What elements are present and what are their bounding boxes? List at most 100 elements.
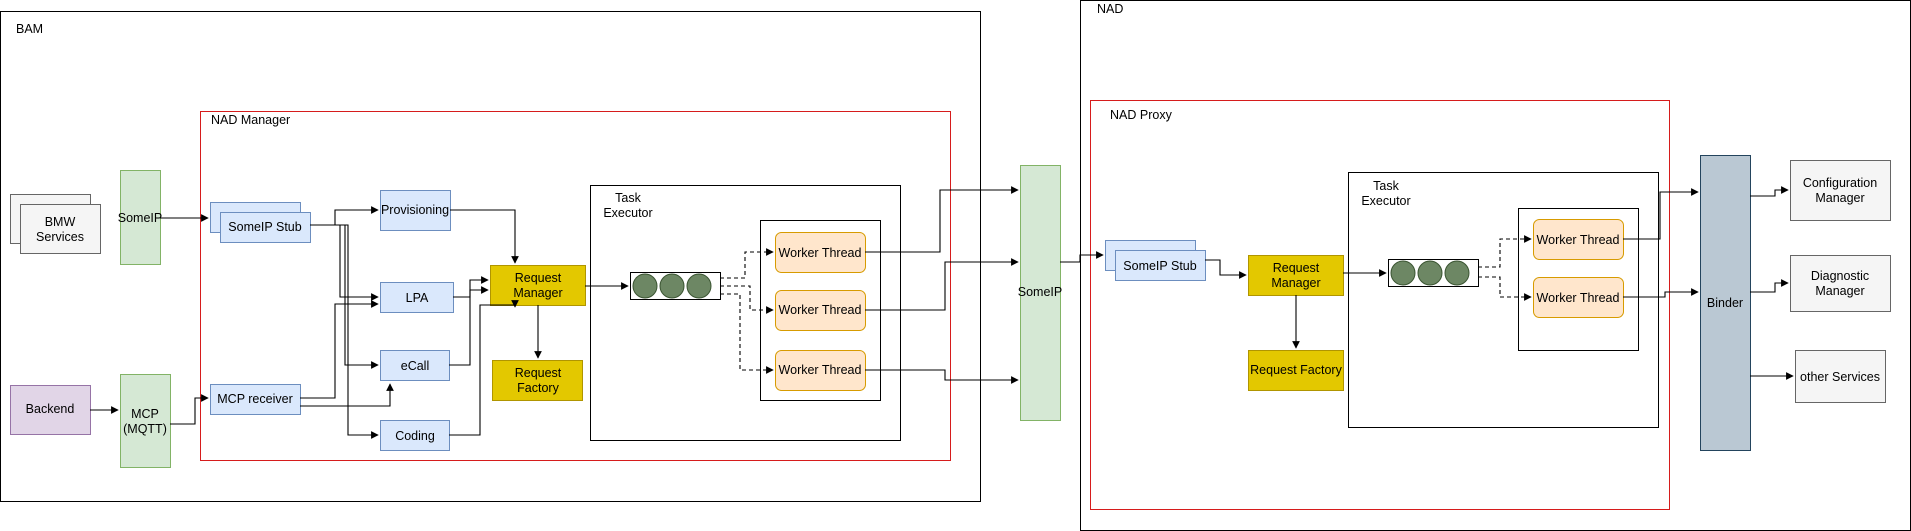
- edge-worker-2-to-someip: [865, 258, 1019, 311]
- someip-stub-left-node[interactable]: SomeIP Stub: [210, 202, 311, 243]
- svg-text:Task: Task: [1373, 179, 1399, 193]
- svg-text:Factory: Factory: [517, 381, 559, 395]
- svg-text:SomeIP Stub: SomeIP Stub: [1123, 259, 1196, 273]
- mcp-receiver-node[interactable]: MCP receiver: [210, 384, 301, 415]
- edge-stub-to-coding: [310, 224, 379, 439]
- edge-queue-to-worker-3: [720, 293, 774, 374]
- svg-text:Manager: Manager: [1815, 191, 1864, 205]
- diagnostic-manager-node[interactable]: Diagnostic Manager: [1790, 255, 1891, 312]
- svg-text:eCall: eCall: [401, 359, 430, 373]
- svg-text:SomeIP: SomeIP: [1018, 285, 1062, 299]
- svg-text:Manager: Manager: [513, 286, 562, 300]
- task-queue-right: [1388, 259, 1479, 287]
- ecall-node[interactable]: eCall: [380, 350, 450, 381]
- edge-stub-right-to-reqmgr: [1205, 259, 1247, 279]
- svg-text:Worker Thread: Worker Thread: [779, 246, 862, 260]
- edge-lpa-to-reqmgr: [453, 276, 489, 298]
- task-executor-right: Task Executor: [1348, 172, 1659, 428]
- provisioning-node[interactable]: Provisioning: [380, 190, 451, 231]
- svg-text:Manager: Manager: [1815, 284, 1864, 298]
- svg-text:Binder: Binder: [1707, 296, 1743, 310]
- worker-thread-3-node[interactable]: Worker Thread: [775, 350, 866, 391]
- task-queue-left: [630, 272, 721, 300]
- svg-text:other Services: other Services: [1800, 370, 1880, 384]
- nad-proxy-container: NAD Proxy: [1090, 100, 1670, 510]
- bam-container: BAM: [0, 11, 981, 502]
- mcp-mqtt-node[interactable]: MCP (MQTT): [120, 374, 171, 468]
- edge-binder-to-diag: [1750, 279, 1789, 293]
- nad-proxy-title: NAD Proxy: [1110, 108, 1173, 122]
- task-executor-left: Task Executor: [590, 185, 901, 441]
- edge-provisioning-to-reqmgr: [450, 209, 519, 264]
- edge-queue-right-to-worker-5: [1478, 276, 1532, 301]
- nad-manager-container: NAD Manager: [200, 111, 951, 461]
- someip-stub-right-node[interactable]: SomeIP Stub: [1105, 240, 1206, 281]
- svg-text:Backend: Backend: [26, 402, 75, 416]
- nad-title: NAD: [1097, 2, 1123, 16]
- edge-worker-3-to-someip: [865, 369, 1019, 384]
- worker-thread-1-node[interactable]: Worker Thread: [775, 232, 866, 273]
- edge-worker-5-to-binder: [1623, 288, 1699, 298]
- svg-text:Worker Thread: Worker Thread: [1537, 233, 1620, 247]
- edge-ecall-to-reqmgr: [449, 286, 489, 366]
- someip-middle-node[interactable]: SomeIP: [1018, 165, 1062, 421]
- svg-text:Request: Request: [1273, 261, 1320, 275]
- svg-text:(MQTT): (MQTT): [123, 422, 167, 436]
- worker-thread-2-node[interactable]: Worker Thread: [775, 290, 866, 331]
- edge-binder-to-config: [1750, 186, 1789, 197]
- svg-text:Request: Request: [515, 271, 562, 285]
- bam-title: BAM: [16, 22, 43, 36]
- svg-text:Services: Services: [36, 230, 84, 244]
- edge-stub-to-provisioning: [310, 206, 379, 226]
- svg-text:Request: Request: [515, 366, 562, 380]
- edge-mcp-to-receiver: [170, 394, 209, 425]
- backend-node[interactable]: Backend: [10, 385, 91, 435]
- request-factory-right-node[interactable]: Request Factory: [1248, 350, 1344, 391]
- svg-text:Diagnostic: Diagnostic: [1811, 269, 1869, 283]
- lpa-node[interactable]: LPA: [380, 282, 454, 313]
- request-factory-left-node[interactable]: Request Factory: [492, 360, 583, 401]
- svg-text:Configuration: Configuration: [1803, 176, 1877, 190]
- edge-receiver-to-ecall: [300, 383, 394, 407]
- connectors: [90, 186, 1794, 439]
- edge-queue-to-worker-2: [720, 285, 774, 314]
- nad-manager-title: NAD Manager: [211, 113, 290, 127]
- edge-worker-1-to-someip: [865, 186, 1019, 253]
- svg-text:LPA: LPA: [406, 291, 429, 305]
- edge-coding-to-reqmgr: [449, 300, 519, 436]
- edge-queue-right-to-worker-4: [1478, 235, 1532, 268]
- edge-queue-to-worker-1: [720, 248, 774, 279]
- svg-text:Worker Thread: Worker Thread: [779, 363, 862, 377]
- request-manager-left-node[interactable]: Request Manager: [490, 265, 586, 306]
- coding-node[interactable]: Coding: [380, 420, 450, 451]
- other-services-node[interactable]: other Services: [1795, 350, 1886, 403]
- configuration-manager-node[interactable]: Configuration Manager: [1790, 160, 1891, 221]
- svg-text:Task: Task: [615, 191, 641, 205]
- svg-text:SomeIP: SomeIP: [118, 211, 162, 225]
- svg-text:Worker Thread: Worker Thread: [1537, 291, 1620, 305]
- svg-text:Executor: Executor: [1361, 194, 1410, 208]
- svg-text:Executor: Executor: [603, 206, 652, 220]
- worker-thread-5-node[interactable]: Worker Thread: [1533, 277, 1624, 318]
- svg-text:BMW: BMW: [45, 215, 76, 229]
- edge-stub-to-ecall: [310, 224, 379, 369]
- svg-text:MCP: MCP: [131, 407, 159, 421]
- svg-text:Manager: Manager: [1271, 276, 1320, 290]
- worker-pool-right: [1518, 208, 1639, 351]
- request-manager-right-node[interactable]: Request Manager: [1248, 255, 1344, 296]
- edge-someip-to-stub-right: [1060, 251, 1104, 263]
- edge-stub-to-lpa: [310, 224, 379, 301]
- svg-text:MCP receiver: MCP receiver: [217, 392, 292, 406]
- svg-text:Request Factory: Request Factory: [1250, 363, 1342, 377]
- edge-receiver-to-lpa: [300, 300, 379, 399]
- someip-left-node[interactable]: SomeIP: [118, 170, 162, 265]
- svg-text:SomeIP Stub: SomeIP Stub: [228, 220, 301, 234]
- worker-thread-4-node[interactable]: Worker Thread: [1533, 219, 1624, 260]
- svg-text:Coding: Coding: [395, 429, 435, 443]
- svg-text:Provisioning: Provisioning: [381, 203, 449, 217]
- edge-worker-4-to-binder: [1623, 188, 1699, 240]
- bmw-services-node[interactable]: BMW Services: [10, 194, 101, 254]
- binder-node[interactable]: Binder: [1700, 155, 1751, 451]
- svg-text:Worker Thread: Worker Thread: [779, 303, 862, 317]
